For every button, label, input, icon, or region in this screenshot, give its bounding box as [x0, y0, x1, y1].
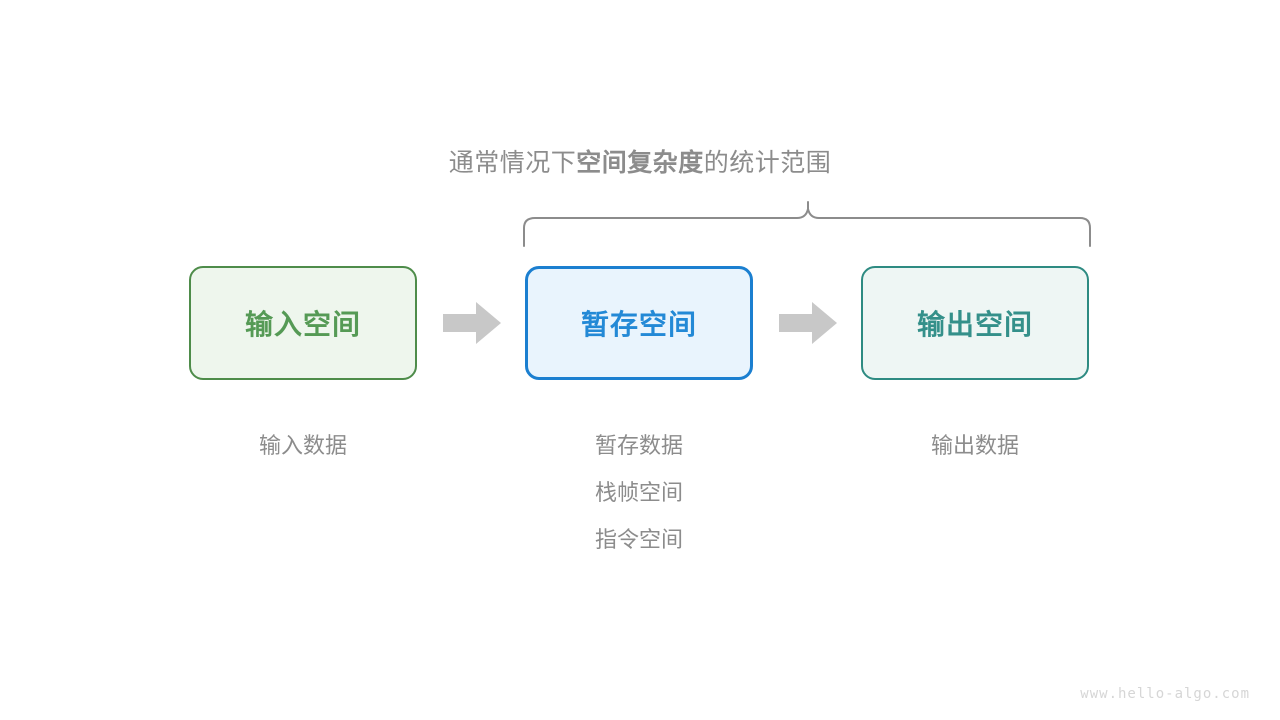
box-temp-space[interactable]: 暂存空间	[525, 266, 753, 380]
caption-line: 输出数据	[930, 433, 1019, 458]
box-output-space[interactable]: 输出空间	[861, 266, 1089, 380]
box-input-space[interactable]: 输入空间	[189, 266, 417, 380]
caption-line: 暂存数据	[594, 433, 683, 458]
scope-brace	[514, 198, 1100, 250]
scope-note: 通常情况下空间复杂度的统计范围	[0, 146, 1280, 180]
scope-note-emphasis: 空间复杂度	[576, 149, 704, 177]
caption-line: 栈帧空间	[594, 480, 683, 505]
caption-line: 指令空间	[594, 527, 683, 552]
arrow-right-icon	[443, 302, 501, 344]
scope-note-lead: 通常情况下	[448, 149, 577, 177]
box-temp-space-label: 暂存空间	[580, 309, 697, 340]
caption-group-input: 输入数据	[189, 422, 417, 469]
box-output-space-label: 输出空间	[916, 309, 1033, 340]
caption-line: 输入数据	[258, 433, 347, 458]
box-input-space-label: 输入空间	[244, 309, 361, 340]
caption-group-output: 输出数据	[861, 422, 1089, 469]
arrow-right-icon	[779, 302, 837, 344]
caption-group-temp: 暂存数据 栈帧空间 指令空间	[525, 422, 753, 563]
scope-note-tail: 的统计范围	[703, 149, 832, 177]
watermark: www.hello-algo.com	[1080, 686, 1250, 702]
